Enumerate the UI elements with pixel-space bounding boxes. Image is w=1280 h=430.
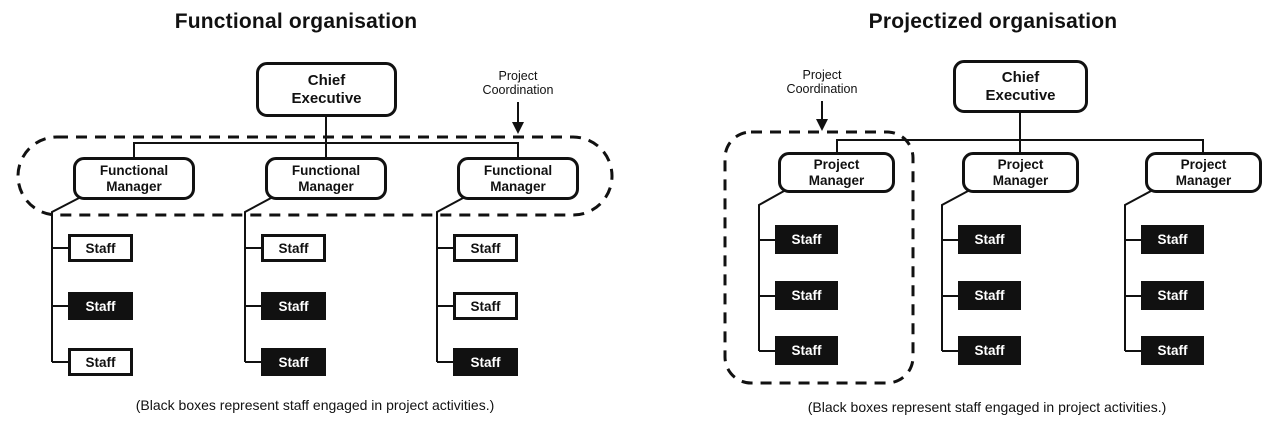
right-staff-node-2-1: Staff (958, 225, 1021, 254)
manager-label-line1: Functional (483, 162, 553, 178)
left-staff-node-2-2: Staff (261, 292, 326, 320)
manager-label-line1: Functional (291, 162, 361, 178)
right-staff-node-1-1: Staff (775, 225, 838, 254)
right-coordination-arrowhead-icon (816, 119, 828, 131)
projectized-organisation-title: Projectized organisation (868, 10, 1118, 33)
left-functional-manager-node-1: Functional Manager (73, 157, 195, 200)
manager-label-line2: Manager (106, 178, 162, 194)
left-coordination-line1: Project (498, 69, 538, 83)
right-staff-node-3-3: Staff (1141, 336, 1204, 365)
functional-organisation-title: Functional organisation (174, 10, 418, 33)
right-coordination-line1: Project (802, 68, 842, 82)
right-chief-executive-line2: Executive (985, 86, 1056, 104)
left-staff-node-2-3: Staff (261, 348, 326, 376)
right-staff-node-2-2: Staff (958, 281, 1021, 310)
left-staff-node-1-2: Staff (68, 292, 133, 320)
right-chief-executive-line1: Chief (1001, 69, 1040, 87)
right-staff-node-2-3: Staff (958, 336, 1021, 365)
left-chief-executive-line1: Chief (307, 72, 346, 90)
manager-label-line1: Project (997, 156, 1044, 172)
left-hierarchy-connector (133, 115, 519, 158)
manager-label-line2: Manager (992, 172, 1049, 188)
left-staff-node-2-1: Staff (261, 234, 326, 262)
left-coordination-arrowhead-icon (512, 122, 524, 134)
left-staff-node-3-2: Staff (453, 292, 518, 320)
right-project-manager-node-3: Project Manager (1145, 152, 1262, 193)
left-staff-node-1-3: Staff (68, 348, 133, 376)
manager-label-line2: Manager (1175, 172, 1232, 188)
right-staff-node-1-2: Staff (775, 281, 838, 310)
right-column1-staff-connector (758, 190, 785, 352)
left-staff-node-3-3: Staff (453, 348, 518, 376)
left-functional-manager-node-3: Functional Manager (457, 157, 579, 200)
left-project-coordination-label: Project Coordination (483, 69, 554, 97)
left-column2-staff-connector (244, 197, 272, 363)
right-project-coordination-label: Project Coordination (787, 68, 858, 96)
left-legend-caption: (Black boxes represent staff engaged in … (135, 397, 495, 413)
left-staff-node-1-1: Staff (68, 234, 133, 262)
manager-label-line2: Manager (808, 172, 865, 188)
manager-label-line2: Manager (490, 178, 546, 194)
right-staff-node-3-2: Staff (1141, 281, 1204, 310)
left-column3-staff-connector (436, 197, 464, 363)
right-staff-node-3-1: Staff (1141, 225, 1204, 254)
right-project-manager-node-2: Project Manager (962, 152, 1079, 193)
right-hierarchy-connector (836, 111, 1204, 152)
left-staff-node-3-1: Staff (453, 234, 518, 262)
manager-label-line1: Project (1180, 156, 1227, 172)
right-column3-staff-connector (1124, 190, 1152, 352)
right-project-manager-node-1: Project Manager (778, 152, 895, 193)
left-chief-executive-node: Chief Executive (256, 62, 397, 117)
right-staff-node-1-3: Staff (775, 336, 838, 365)
right-legend-caption: (Black boxes represent staff engaged in … (807, 399, 1167, 415)
right-chief-executive-node: Chief Executive (953, 60, 1088, 113)
manager-label-line1: Functional (99, 162, 169, 178)
left-functional-manager-node-2: Functional Manager (265, 157, 387, 200)
right-coordination-line2: Coordination (786, 82, 858, 96)
manager-label-line2: Manager (298, 178, 354, 194)
left-chief-executive-line2: Executive (291, 89, 362, 107)
left-coordination-line2: Coordination (482, 83, 554, 97)
left-column1-staff-connector (51, 197, 80, 363)
right-column2-staff-connector (941, 190, 969, 352)
manager-label-line1: Project (813, 156, 860, 172)
